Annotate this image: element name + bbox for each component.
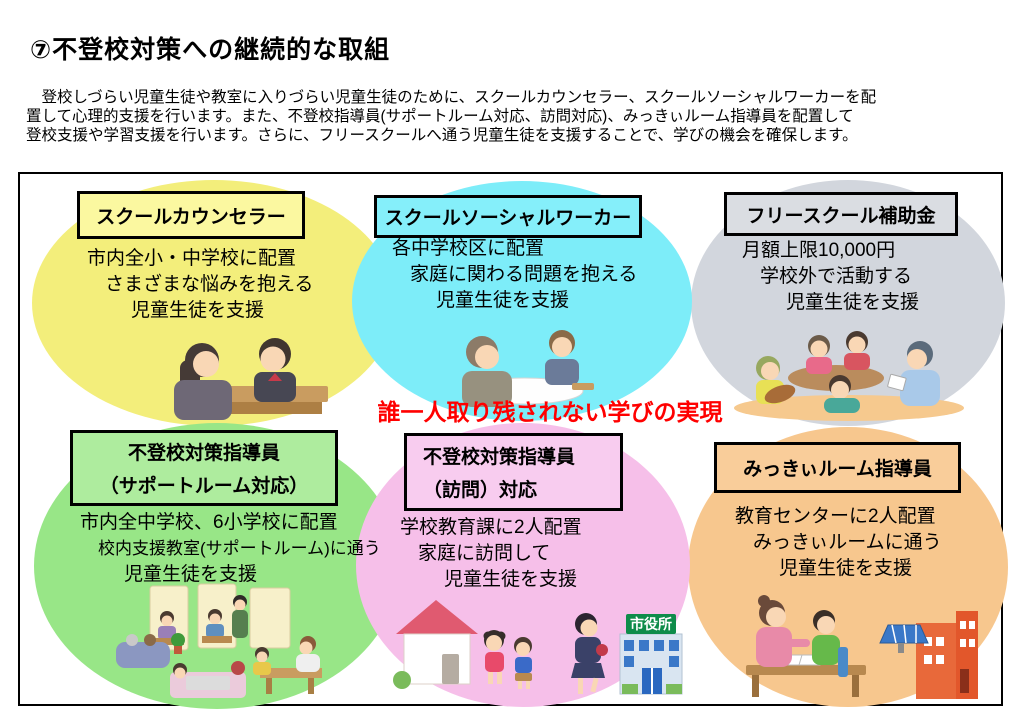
description-line: 各中学校区に配置 [392,238,545,259]
home-visit-illustration: 市役所 [393,600,683,695]
support-room-instructor-title-line1: 不登校対策指導員 [127,443,280,465]
school-counselor-title-box: スクールカウンセラー [77,191,305,239]
home-visit-instructor-title-line2: （訪問）対応 [423,480,538,501]
description-line: 学校教育課に2人配置 [400,517,582,538]
description-line: 市内全小・中学校に配置 [87,248,297,269]
free-school-subsidy-description: 月額上限10,000円 学校外で活動する 児童生徒を支援 [742,238,919,316]
intro-line: 置して心理的支援を行います。また、不登校指導員(サポートルーム対応、訪問対応)、… [26,108,854,125]
mikki-room-illustration [746,595,978,699]
description-line: 児童生徒を支援 [779,558,913,579]
description-line: 月額上限10,000円 [742,240,896,261]
description-line: 児童生徒を支援 [124,564,258,585]
description-line: 児童生徒を支援 [131,300,265,321]
description-line: 家庭に関わる問題を抱える [410,264,638,285]
description-line: 児童生徒を支援 [444,569,578,590]
home-visit-instructor-title-box: 不登校対策指導員 （訪問）対応 [404,433,623,511]
description-line: 家庭に訪問して [418,543,551,564]
description-line: 教育センターに2人配置 [735,506,936,527]
page-title: ⑦不登校対策への継続的な取組 [30,36,391,64]
support-room-instructor-title-box: 不登校対策指導員 （サポートルーム対応） [70,430,338,506]
free-school-subsidy-title: フリースクール補助金 [746,205,936,227]
description-line: 市内全中学校、6小学校に配置 [80,512,338,533]
mikki-room-instructor-title-box: みっきぃルーム指導員 [714,442,961,493]
home-visit-instructor-description: 学校教育課に2人配置 家庭に訪問して 児童生徒を支援 [400,515,582,593]
description-line: 校内支援教室(サポートルーム)に通う [98,539,381,558]
counselor-illustration [174,338,328,420]
description-line: 児童生徒を支援 [436,290,570,311]
intro-line: 登校しづらい児童生徒や教室に入りづらい児童生徒のために、スクールカウンセラー、ス… [26,89,877,106]
support-room-instructor-title-line2: （サポートルーム対応） [99,475,309,497]
intro-line: 登校支援や学習支援を行います。さらに、フリースクールへ通う児童生徒を支援すること… [26,127,858,144]
description-line: 学校外で活動する [760,266,913,287]
intro-paragraph: 登校しづらい児童生徒や教室に入りづらい児童生徒のために、スクールカウンセラー、ス… [26,88,876,145]
description-line: みっきぃルームに通う [753,532,942,553]
description-line: さまざまな悩みを抱える [105,274,314,295]
social-worker-illustration [462,330,594,407]
diagram-frame: スクールカウンセラー スクールソーシャルワーカー フリースクール補助金 不登校対… [18,172,1008,709]
home-visit-instructor-title-line1: 不登校対策指導員 [423,447,576,468]
free-school-illustration [734,331,964,421]
school-counselor-description: 市内全小・中学校に配置 さまざまな悩みを抱える 児童生徒を支援 [87,246,313,324]
support-room-instructor-description: 市内全中学校、6小学校に配置 校内支援教室(サポートルーム)に通う 児童生徒を支… [80,510,381,588]
free-school-subsidy-title-box: フリースクール補助金 [724,192,958,236]
school-social-worker-title: スクールソーシャルワーカー [384,208,632,229]
mikki-room-instructor-title: みっきぃルーム指導員 [743,459,932,480]
school-social-worker-title-box: スクールソーシャルワーカー [374,195,642,238]
description-line: 児童生徒を支援 [786,292,920,313]
city-hall-sign: 市役所 [630,616,672,632]
school-counselor-title: スクールカウンセラー [96,206,286,228]
support-room-illustration [116,583,322,698]
school-social-worker-description: 各中学校区に配置 家庭に関わる問題を抱える 児童生徒を支援 [392,236,637,314]
center-message: 誰一人取り残されない学びの実現 [377,399,723,425]
mikki-room-instructor-description: 教育センターに2人配置 みっきぃルームに通う 児童生徒を支援 [735,504,942,582]
